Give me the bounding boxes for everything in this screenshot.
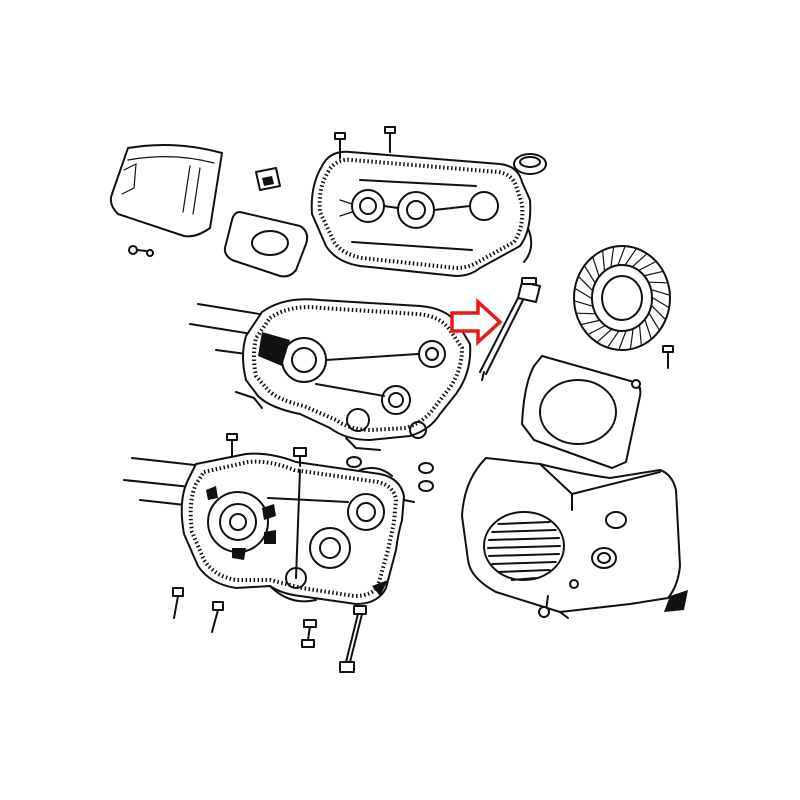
fan-fin bbox=[648, 313, 660, 330]
fan-fin bbox=[597, 329, 612, 343]
fan-fin bbox=[629, 329, 634, 349]
arrow-right-icon bbox=[450, 298, 503, 346]
crankcase-icon bbox=[189, 298, 472, 451]
bolt-icon bbox=[172, 587, 367, 673]
fan-fin bbox=[651, 305, 666, 320]
shroud-icon bbox=[521, 355, 642, 469]
clip-icon bbox=[255, 167, 281, 191]
grille-slat bbox=[488, 537, 560, 541]
grille-slat bbox=[487, 545, 561, 549]
fan-fin bbox=[625, 248, 637, 265]
fan-fin bbox=[581, 319, 600, 325]
plate-icon bbox=[223, 211, 309, 278]
fan-fin bbox=[574, 300, 593, 307]
ring-icon bbox=[513, 153, 547, 175]
fan-fin bbox=[602, 250, 606, 271]
fan-fin bbox=[632, 253, 647, 267]
fan-fin bbox=[575, 288, 592, 299]
fan-fin bbox=[651, 289, 670, 296]
crankcase-icon bbox=[123, 433, 434, 605]
fan-fin bbox=[607, 331, 619, 348]
grille-slat bbox=[497, 569, 551, 573]
engine-cover-icon bbox=[310, 126, 533, 277]
fan-fin bbox=[584, 266, 596, 283]
fan-fin bbox=[652, 297, 669, 308]
fan-fin bbox=[644, 271, 663, 277]
grille-slat bbox=[491, 529, 557, 533]
fan-fin bbox=[610, 247, 615, 267]
fan-fin bbox=[618, 331, 627, 350]
grille-slat bbox=[510, 577, 538, 581]
fan-fin bbox=[617, 246, 626, 265]
fan-fin bbox=[576, 312, 596, 315]
fan-fin bbox=[578, 276, 593, 291]
grille-slat bbox=[488, 553, 560, 557]
screw-icon bbox=[128, 245, 154, 257]
bolt-icon bbox=[662, 345, 674, 369]
dipstick-icon bbox=[479, 277, 541, 381]
grille-slat bbox=[497, 521, 551, 525]
cowl-icon bbox=[461, 457, 688, 619]
fan-icon bbox=[573, 245, 671, 351]
inspection-window-icon bbox=[109, 143, 223, 238]
fan-fin bbox=[644, 319, 652, 339]
fan-fin bbox=[588, 325, 606, 335]
grille-icon bbox=[487, 521, 561, 581]
grille-slat bbox=[491, 561, 557, 565]
fan-fin bbox=[638, 325, 642, 346]
fan-fin bbox=[648, 281, 668, 284]
fan-fin bbox=[638, 261, 656, 271]
fan-fin bbox=[592, 257, 600, 277]
